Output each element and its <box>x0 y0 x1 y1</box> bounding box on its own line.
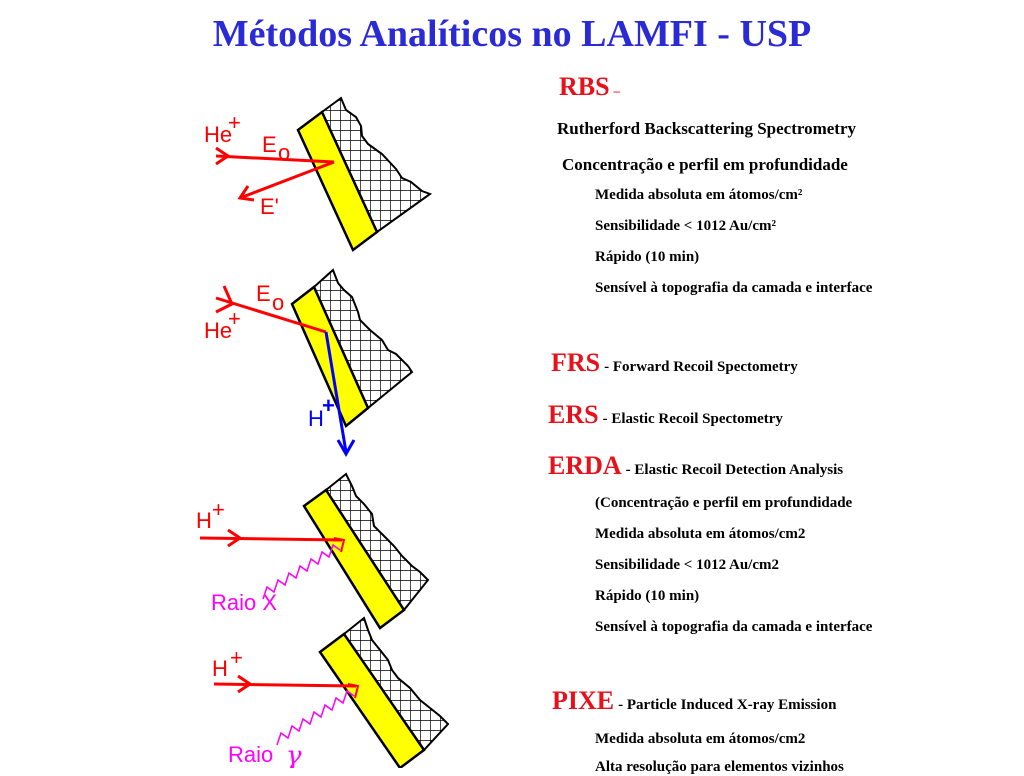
pixe-diagram: H + Raio X <box>196 472 430 630</box>
label-h-plus: + <box>322 393 335 418</box>
incident-beam-head <box>237 674 253 694</box>
label-he: He <box>204 122 232 147</box>
scattered-beam-head <box>237 185 255 202</box>
label-eprime: E' <box>260 194 279 219</box>
incident-beam <box>213 682 357 688</box>
sample-film <box>302 488 406 630</box>
pixe-item: Medida absoluta em átomos/cm2 <box>595 731 806 747</box>
rbs-dash: – <box>613 83 621 98</box>
erda-item: Medida absoluta em átomos/cm2 <box>595 526 806 542</box>
sample-film <box>296 110 379 252</box>
rbs-item: Sensível à topografia da camada e interf… <box>595 280 873 296</box>
rbs-item: Rápido (10 min) <box>595 249 700 265</box>
erda-item: Rápido (10 min) <box>595 588 700 604</box>
incident-beam <box>215 296 327 334</box>
gamma-emission <box>276 689 355 746</box>
rbs-item: Medida absoluta em átomos/cm² <box>595 187 803 203</box>
label-he-plus: + <box>228 110 241 135</box>
label-e0: E <box>262 132 277 157</box>
substrate-hatched <box>342 616 450 752</box>
label-he-plus: + <box>228 306 241 331</box>
erda-item: Sensibilidade < 1012 Au/cm2 <box>595 557 779 573</box>
erda-desc: - Elastic Recoil Detection Analysis <box>625 462 844 478</box>
substrate-hatched <box>320 96 433 234</box>
ers-acronym: ERS <box>548 400 599 429</box>
erda-acronym: ERDA <box>548 451 622 480</box>
label-he: He <box>204 318 232 343</box>
label-h: H <box>212 656 228 681</box>
label-h: H <box>308 406 324 431</box>
incident-beam <box>215 154 335 164</box>
pige-diagram: H + Raio γ <box>212 616 450 768</box>
erda-diagram: E o He + H + <box>204 268 414 458</box>
incident-beam-tail <box>215 285 234 314</box>
recoil-beam <box>324 331 348 453</box>
pixe-heading: PIXE - Particle Induced X-ray Emission <box>552 686 836 716</box>
ers-desc: - Elastic Recoil Spectometry <box>602 411 783 427</box>
rbs-heading: RBS – <box>559 72 620 102</box>
substrate-hatched <box>312 268 414 410</box>
label-raio-x: Raio X <box>211 590 277 615</box>
label-e0-sub: o <box>278 140 290 165</box>
incident-beam-tail <box>215 146 231 166</box>
erda-item: (Concentração e perfil em profundidade <box>595 495 853 511</box>
frs-desc: - Forward Recoil Spectometry <box>604 359 798 375</box>
rbs-diagram: He + E o E' <box>204 96 433 252</box>
xray-arrowhead <box>333 537 346 553</box>
xray-emission <box>262 543 341 600</box>
page-title: Métodos Analíticos no LAMFI - USP <box>212 13 812 55</box>
incident-beam-head <box>227 528 243 548</box>
rbs-acronym: RBS <box>559 72 610 101</box>
substrate-hatched <box>324 472 430 612</box>
gamma-arrowhead <box>347 683 360 699</box>
rbs-subtitle: Concentração e perfil em profundidade <box>562 155 848 174</box>
label-e0-sub: o <box>272 290 284 315</box>
label-h-plus: + <box>212 497 225 522</box>
rbs-item: Sensibilidade < 1012 Au/cm² <box>595 218 776 234</box>
label-gamma: γ <box>286 741 302 768</box>
frs-acronym: FRS <box>551 348 601 377</box>
label-raio: Raio <box>228 742 273 767</box>
scattered-beam <box>239 160 335 200</box>
frs-heading: FRS - Forward Recoil Spectometry <box>551 348 798 378</box>
label-h-plus: + <box>230 645 243 670</box>
incident-beam <box>199 536 343 542</box>
label-h: H <box>196 508 212 533</box>
sample-film <box>318 632 426 768</box>
ers-heading: ERS - Elastic Recoil Spectometry <box>548 400 783 430</box>
pixe-desc: - Particle Induced X-ray Emission <box>618 697 837 713</box>
label-e0: E <box>256 281 271 306</box>
erda-item: Sensível à topografia da camada e interf… <box>595 619 873 635</box>
erda-heading: ERDA - Elastic Recoil Detection Analysis <box>548 451 843 481</box>
rbs-name: Rutherford Backscattering Spectrometry <box>557 119 857 138</box>
recoil-beam-head <box>336 439 356 458</box>
pixe-acronym: PIXE <box>552 686 615 715</box>
